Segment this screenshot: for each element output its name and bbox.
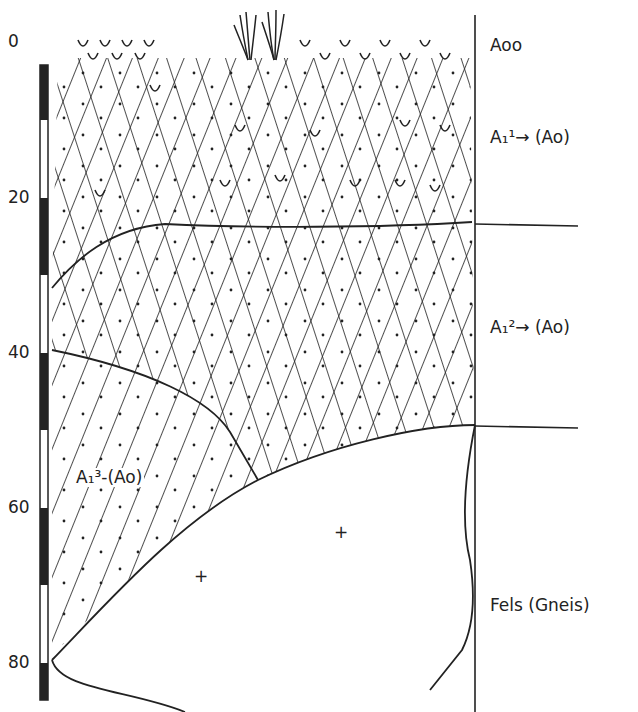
rock-name: Fels (Gneis) — [490, 596, 590, 615]
horizon-a1-3 — [52, 350, 258, 655]
litter-symbols — [78, 40, 450, 196]
horizon-name: Aoo — [490, 36, 522, 55]
horizon-line — [475, 426, 578, 428]
rock-symbol: + — [194, 567, 208, 586]
horizon-boundaries — [52, 222, 475, 712]
grass-tufts — [234, 10, 284, 60]
profile-edge — [474, 15, 476, 712]
scale-bar — [40, 65, 48, 700]
horizon-line — [475, 224, 578, 226]
horizon-name: A₁¹→ (Ao) — [490, 128, 570, 147]
depth-number: 80 — [8, 653, 30, 672]
rock-symbol: + — [334, 523, 348, 542]
horizon-name: A₁²→ (Ao) — [490, 318, 570, 337]
depth-number: 0 — [8, 32, 19, 51]
depth-number: 40 — [8, 343, 30, 362]
depth-number: 20 — [8, 188, 30, 207]
horizon-name: A₁³-(Ao) — [74, 468, 144, 487]
depth-number: 60 — [8, 498, 30, 517]
